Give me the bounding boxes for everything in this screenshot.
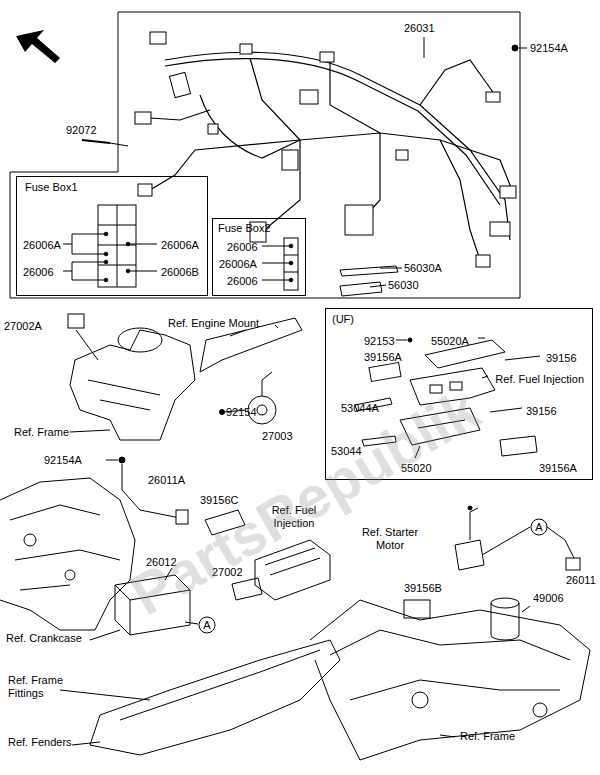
connector-mark: A (532, 520, 546, 534)
fuse-box-panel: Fuse Box1 26006A 26006A 26006 26006B (16, 176, 208, 296)
callout-number: 26006 (23, 266, 54, 279)
reference-label: Ref. Engine Mount (168, 317, 259, 330)
callout-number: 26031 (404, 22, 435, 35)
callout-number: 55020A (431, 335, 469, 348)
callout-number: 26006B (161, 266, 199, 279)
callout-number: 39156C (200, 494, 239, 507)
callout-number: 92154A (44, 454, 82, 467)
panel-heading: (UF) (332, 313, 354, 326)
callout-number: 27002A (4, 320, 42, 333)
panel-heading: Fuse Box1 (25, 181, 78, 194)
callout-number: 39156 (546, 352, 577, 365)
callout-number: 92072 (66, 124, 97, 137)
callout-number: 49006 (533, 592, 564, 605)
callout-number: 26011A (148, 474, 185, 487)
callout-number: 39156A (539, 462, 577, 475)
reference-label: Ref. Fenders (8, 736, 72, 749)
callout-number: 27003 (262, 430, 293, 443)
callout-number: 26006 (227, 275, 258, 288)
callout-number: 39156B (404, 582, 442, 595)
callout-number: 39156A (364, 351, 402, 364)
callout-number: 26006A (23, 239, 61, 252)
reference-label: Ref. Frame Fittings (8, 674, 72, 700)
reference-label: Ref. Fuel Injection (484, 373, 584, 386)
reference-label: Ref. Frame (14, 426, 69, 439)
callout-number: 92154A (530, 42, 568, 55)
reference-label: Ref. Crankcase (6, 632, 82, 645)
callout-number: 26011 (566, 574, 596, 587)
callout-number: 39156 (526, 405, 557, 418)
panel-heading: Fuse Box2 (218, 222, 271, 235)
callout-number: 26006A (219, 258, 257, 271)
callout-number: 53044A (341, 402, 379, 415)
connector-mark: A (200, 618, 214, 632)
reference-label: Ref. Starter Motor (350, 526, 430, 552)
callout-number: 26006 (227, 241, 258, 254)
callout-number: 92154 (226, 406, 257, 419)
fuse-box-panel: Fuse Box2 26006 26006A 26006 (212, 218, 306, 296)
reference-label: Ref. Frame (460, 730, 515, 743)
callout-number: 56030 (388, 279, 419, 292)
callout-number: 26006A (161, 239, 199, 252)
callout-number: 56030A (404, 262, 442, 275)
callout-number: 92153 (364, 335, 395, 348)
